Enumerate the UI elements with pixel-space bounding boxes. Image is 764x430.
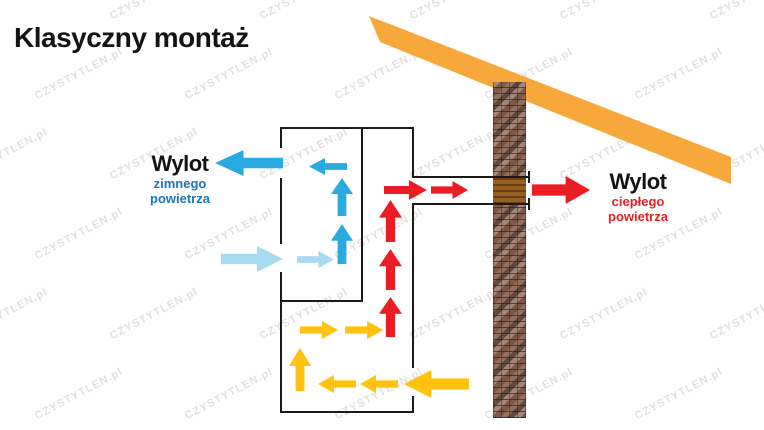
- unit-outline-right-seg3: [412, 396, 414, 413]
- room-air-left-arrow-1: [360, 375, 398, 393]
- warm-air-out-arrow: [532, 176, 590, 204]
- room-air-right-arrow-1: [300, 321, 338, 339]
- watermark-text: CZYSTYTLEN.pl: [182, 365, 276, 423]
- cold-outlet-heading: Wylot: [151, 151, 209, 176]
- watermark-text: CZYSTYTLEN.pl: [32, 365, 126, 423]
- watermark-text: CZYSTYTLEN.pl: [0, 125, 51, 183]
- watermark-text: CZYSTYTLEN.pl: [32, 205, 126, 263]
- room-air-intake-arrow-large: [404, 370, 469, 398]
- warm-air-up-arrow-3: [379, 200, 402, 242]
- warm-air-duct-arrow-2: [431, 181, 468, 199]
- watermark-text: CZYSTYTLEN.pl: [0, 0, 50, 22]
- watermark-text: CZYSTYTLEN.pl: [632, 365, 726, 423]
- intake-air-arrow-small: [297, 251, 334, 268]
- watermark-text: CZYSTYTLEN.pl: [257, 125, 351, 183]
- warm-air-duct-arrow-1: [384, 180, 427, 200]
- cold-air-up-arrow-1: [331, 178, 353, 216]
- duct-top-line: [412, 176, 530, 178]
- room-air-left-arrow-2: [318, 375, 356, 393]
- watermark-text: CZYSTYTLEN.pl: [332, 365, 426, 423]
- intake-air-arrow-large: [221, 246, 283, 272]
- warm-outlet-heading: Wylot: [609, 169, 667, 194]
- unit-inner-partition-vertical: [361, 127, 363, 302]
- watermark-text: CZYSTYTLEN.pl: [182, 45, 276, 103]
- warm-outlet-sub1: ciepłego: [611, 194, 665, 209]
- cold-air-up-arrow-2: [331, 224, 353, 264]
- page-title: Klasyczny montaż: [14, 22, 249, 53]
- unit-outline-bottom: [280, 411, 414, 413]
- room-air-right-arrow-2: [345, 321, 383, 339]
- duct-end-cap-bottom: [528, 198, 530, 210]
- wall-vent-grille: [493, 178, 526, 204]
- unit-outline-left-seg2: [280, 178, 282, 244]
- watermark-text: CZYSTYTLEN.pl: [107, 285, 201, 343]
- cold-air-out-arrow-small: [309, 158, 347, 175]
- unit-outline-top: [280, 127, 414, 129]
- duct-end-cap-top: [528, 171, 530, 183]
- cold-outlet-label: Wylot zimnego powietrza: [128, 151, 232, 207]
- watermark-text: CZYSTYTLEN.pl: [558, 0, 650, 22]
- watermark-text: CZYSTYTLEN.pl: [257, 285, 351, 343]
- unit-outline-right-seg1: [412, 127, 414, 176]
- watermark-text: CZYSTYTLEN.pl: [408, 0, 500, 22]
- unit-outline-left-seg1: [280, 127, 282, 148]
- warm-outlet-label: Wylot ciepłego powietrza: [590, 169, 686, 225]
- watermark-text: CZYSTYTLEN.pl: [407, 285, 501, 343]
- watermark-text: CZYSTYTLEN.pl: [632, 45, 726, 103]
- watermark-text: CZYSTYTLEN.pl: [707, 285, 764, 343]
- watermark-text: CZYSTYTLEN.pl: [708, 0, 764, 22]
- watermark-text: CZYSTYTLEN.pl: [108, 0, 200, 22]
- roof-shape: [369, 16, 731, 184]
- warm-air-up-arrow-2: [379, 249, 402, 290]
- cold-outlet-sub2: powietrza: [150, 191, 210, 206]
- watermark-text: CZYSTYTLEN.pl: [557, 285, 651, 343]
- watermark-text: CZYSTYTLEN.pl: [407, 125, 501, 183]
- unit-outline-right-seg2: [412, 203, 414, 368]
- warm-air-up-arrow-1: [379, 297, 402, 337]
- watermark-text: CZYSTYTLEN.pl: [0, 285, 51, 343]
- brick-wall: [493, 82, 526, 418]
- watermark-text: CZYSTYTLEN.pl: [258, 0, 350, 22]
- room-air-up-arrow: [289, 348, 311, 391]
- watermark-text: CZYSTYTLEN.pl: [32, 45, 126, 103]
- unit-inner-partition-horizontal: [281, 300, 363, 302]
- duct-bottom-line: [412, 203, 530, 205]
- cold-outlet-sub1: zimnego: [153, 176, 207, 191]
- warm-outlet-sub2: powietrza: [608, 209, 668, 224]
- unit-outline-left-seg3: [280, 272, 282, 413]
